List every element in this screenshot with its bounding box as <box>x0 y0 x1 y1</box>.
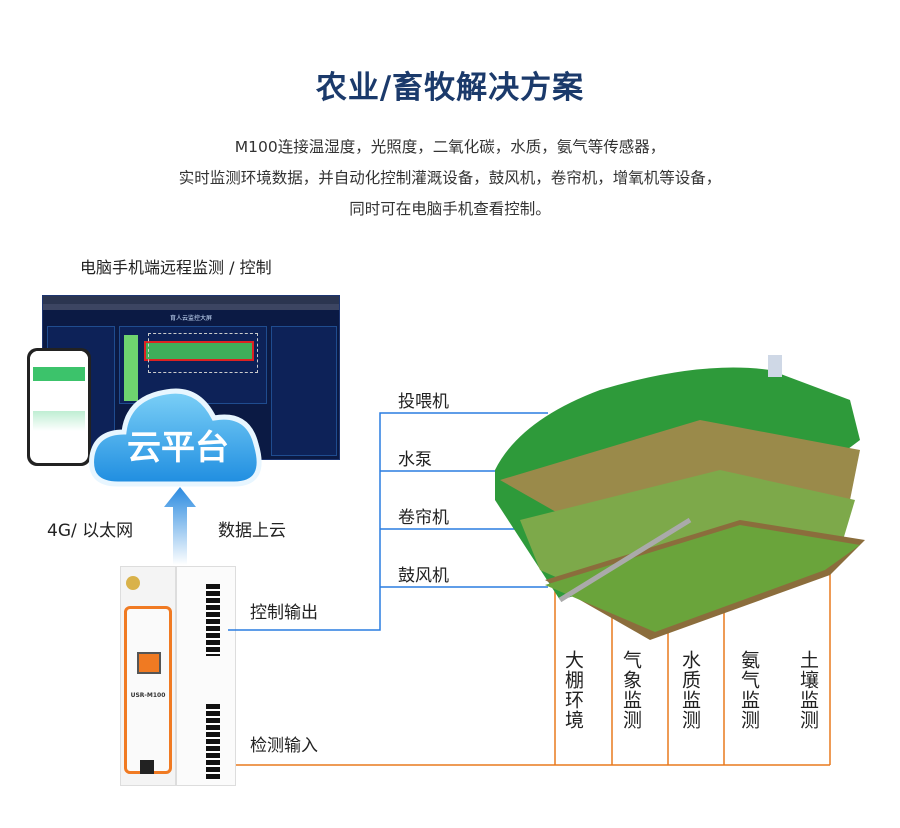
input-greenhouse-environment: 大棚环境 <box>562 650 584 730</box>
input-soil-monitoring: 土壤监测 <box>797 650 819 730</box>
input-water-quality: 水质监测 <box>679 650 701 730</box>
monitor-title: 育人云监控大屏 <box>169 315 212 322</box>
input-weather-monitoring: 气象监测 <box>620 650 642 730</box>
cloud-label: 云平台 <box>127 428 229 468</box>
ethernet-port-icon <box>137 652 161 674</box>
description-line: 同时可在电脑手机查看控制。 <box>349 200 551 218</box>
network-label: 4G/ 以太网 <box>47 521 134 541</box>
control-output-label: 控制输出 <box>250 603 318 623</box>
detect-input-label: 检测输入 <box>250 736 318 756</box>
output-feeder: 投喂机 <box>398 392 449 412</box>
monitor-dashboard-screenshot: 育人云监控大屏 <box>42 295 340 460</box>
output-curtain-machine: 卷帘机 <box>398 508 449 528</box>
upload-arrow-icon <box>164 487 196 565</box>
cloud-icon <box>89 388 262 487</box>
upload-label: 数据上云 <box>218 521 286 541</box>
input-ammonia-monitoring: 氨气监测 <box>738 650 760 730</box>
page-title: 农业/畜牧解决方案 <box>315 70 585 106</box>
usr-m100-device: USR-M100 <box>120 566 236 786</box>
output-pump: 水泵 <box>398 450 432 470</box>
description-line: 实时监测环境数据，并自动化控制灌溉设备，鼓风机，卷帘机，增氧机等设备， <box>178 169 722 187</box>
description-line: M100连接温湿度，光照度，二氧化碳，水质，氨气等传感器， <box>234 138 666 156</box>
device-model: USR-M100 <box>130 692 166 699</box>
output-blower: 鼓风机 <box>398 566 449 586</box>
remote-label: 电脑手机端远程监测 / 控制 <box>80 258 272 277</box>
antenna-port-icon <box>126 576 140 590</box>
phone-app-screenshot <box>27 348 91 466</box>
